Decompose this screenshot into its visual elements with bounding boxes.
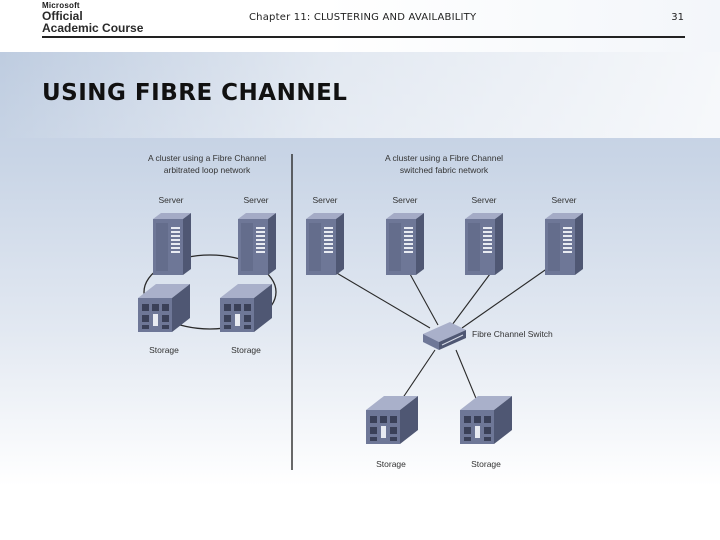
logo-line-2: Academic Course [42, 21, 144, 35]
chapter-header: Chapter 11: CLUSTERING AND AVAILABILITY [249, 12, 477, 23]
fabric-storage-2-label: Storage [471, 459, 501, 469]
logo-company: Microsoft [42, 1, 80, 10]
fibre-channel-switch-icon [423, 322, 466, 350]
fabric-server-2-icon [386, 213, 424, 275]
fabric-storage-1-icon [366, 396, 418, 444]
loop-caption-line-1: A cluster using a Fibre Channel [148, 153, 266, 163]
fabric-caption-line-1: A cluster using a Fibre Channel [385, 153, 503, 163]
fabric-caption-line-2: switched fabric network [400, 165, 489, 175]
header-band [0, 0, 720, 52]
slide-title: USING FIBRE CHANNEL [42, 80, 348, 106]
fabric-server-1-label: Server [312, 195, 337, 205]
loop-connection [143, 254, 277, 330]
switch-label: Fibre Channel Switch [472, 329, 553, 339]
fabric-server-4-icon [545, 213, 583, 275]
fabric-server-3-icon [465, 213, 503, 275]
header-divider [42, 36, 685, 38]
loop-storage-right-label: Storage [231, 345, 261, 355]
fabric-server-4-label: Server [551, 195, 576, 205]
fabric-storage-1-label: Storage [376, 459, 406, 469]
course-logo: Microsoft Official Academic Course [42, 1, 144, 35]
loop-storage-left-icon [138, 284, 190, 332]
title-band [0, 52, 720, 138]
loop-server-right-icon [238, 213, 276, 275]
page-number: 31 [671, 12, 684, 23]
loop-server-right-label: Server [243, 195, 268, 205]
fabric-server-3-label: Server [471, 195, 496, 205]
fabric-storage-2-icon [460, 396, 512, 444]
fabric-server-2-label: Server [392, 195, 417, 205]
logo-line-1: Official [42, 9, 83, 23]
loop-server-left-label: Server [158, 195, 183, 205]
loop-storage-right-icon [220, 284, 272, 332]
fabric-server-1-icon [306, 213, 344, 275]
loop-caption-line-2: arbitrated loop network [164, 165, 251, 175]
loop-storage-left-label: Storage [149, 345, 179, 355]
loop-server-left-icon [153, 213, 191, 275]
